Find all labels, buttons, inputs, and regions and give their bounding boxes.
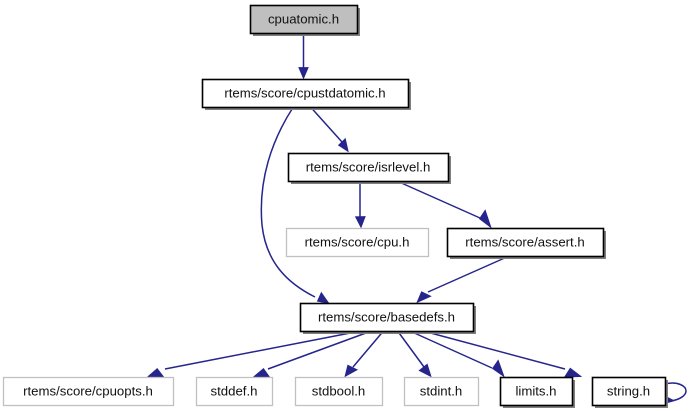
node-rect[interactable] <box>499 376 574 407</box>
node-rect[interactable] <box>299 302 475 333</box>
edge-line <box>397 180 481 219</box>
edge-line <box>410 330 493 369</box>
edge-line <box>397 331 425 368</box>
arrowhead-icon <box>252 368 271 378</box>
edge-basedefs-to-cpuopts <box>146 330 359 378</box>
node-cpuopts[interactable]: rtems/score/cpuopts.hrtems/score/cpuopts… <box>2 376 175 407</box>
node-rect[interactable] <box>195 376 274 407</box>
edge-line <box>267 330 371 370</box>
arrowhead-icon <box>491 359 505 378</box>
node-isrlevel[interactable]: rtems/score/isrlevel.hrtems/score/isrlev… <box>287 152 452 185</box>
edge-line <box>664 382 687 402</box>
arrowhead-icon <box>354 216 366 229</box>
node-rect[interactable] <box>294 376 384 407</box>
edge-line <box>352 331 384 368</box>
edge-line <box>260 107 316 298</box>
edge-basedefs-to-string <box>424 330 583 378</box>
edge-cpustdatomic-to-basedefs <box>260 107 330 305</box>
node-rect[interactable] <box>201 78 410 109</box>
edge-isrlevel-to-cpu <box>354 181 366 229</box>
edge-assert-to-basedefs <box>416 255 509 304</box>
edge-isrlevel-to-assert <box>397 180 492 229</box>
node-rect[interactable] <box>249 4 359 35</box>
arrowhead-icon <box>337 137 349 153</box>
node-cpustdatomic[interactable]: rtems/score/cpustdatomic.hrtems/score/cp… <box>201 78 412 111</box>
edge-cpustdatomic-to-isrlevel <box>310 106 349 153</box>
node-rect[interactable] <box>287 152 450 183</box>
node-rect[interactable] <box>285 227 430 258</box>
node-rect[interactable] <box>446 227 605 258</box>
arrowhead-icon <box>418 363 432 378</box>
edge-basedefs-to-stdbool <box>344 331 384 378</box>
edge-line <box>427 255 509 293</box>
edge-basedefs-to-limits <box>410 330 505 378</box>
edge-line <box>310 106 343 143</box>
node-rect[interactable] <box>591 376 667 407</box>
arrowhead-icon <box>416 291 432 304</box>
arrowhead-icon <box>298 67 309 80</box>
edge-line <box>164 330 359 370</box>
node-cpuatomic[interactable]: cpuatomic.hcpuatomic.h <box>249 4 361 37</box>
edge-line <box>424 330 566 370</box>
node-rect[interactable] <box>2 376 175 407</box>
arrowhead-icon <box>316 291 330 305</box>
edge-cpuatomic-to-cpustdatomic <box>298 33 309 80</box>
arrowhead-icon <box>478 209 492 229</box>
node-basedefs[interactable]: rtems/score/basedefs.hrtems/score/basede… <box>299 302 477 335</box>
arrowhead-icon <box>146 368 165 378</box>
arrowhead-icon <box>344 364 359 378</box>
nodes-layer: cpuatomic.hcpuatomic.h rtems/score/cpustd… <box>2 4 669 409</box>
edge-basedefs-to-stdint <box>397 331 432 378</box>
arrowhead-icon <box>563 367 583 378</box>
node-rect[interactable] <box>403 376 480 407</box>
